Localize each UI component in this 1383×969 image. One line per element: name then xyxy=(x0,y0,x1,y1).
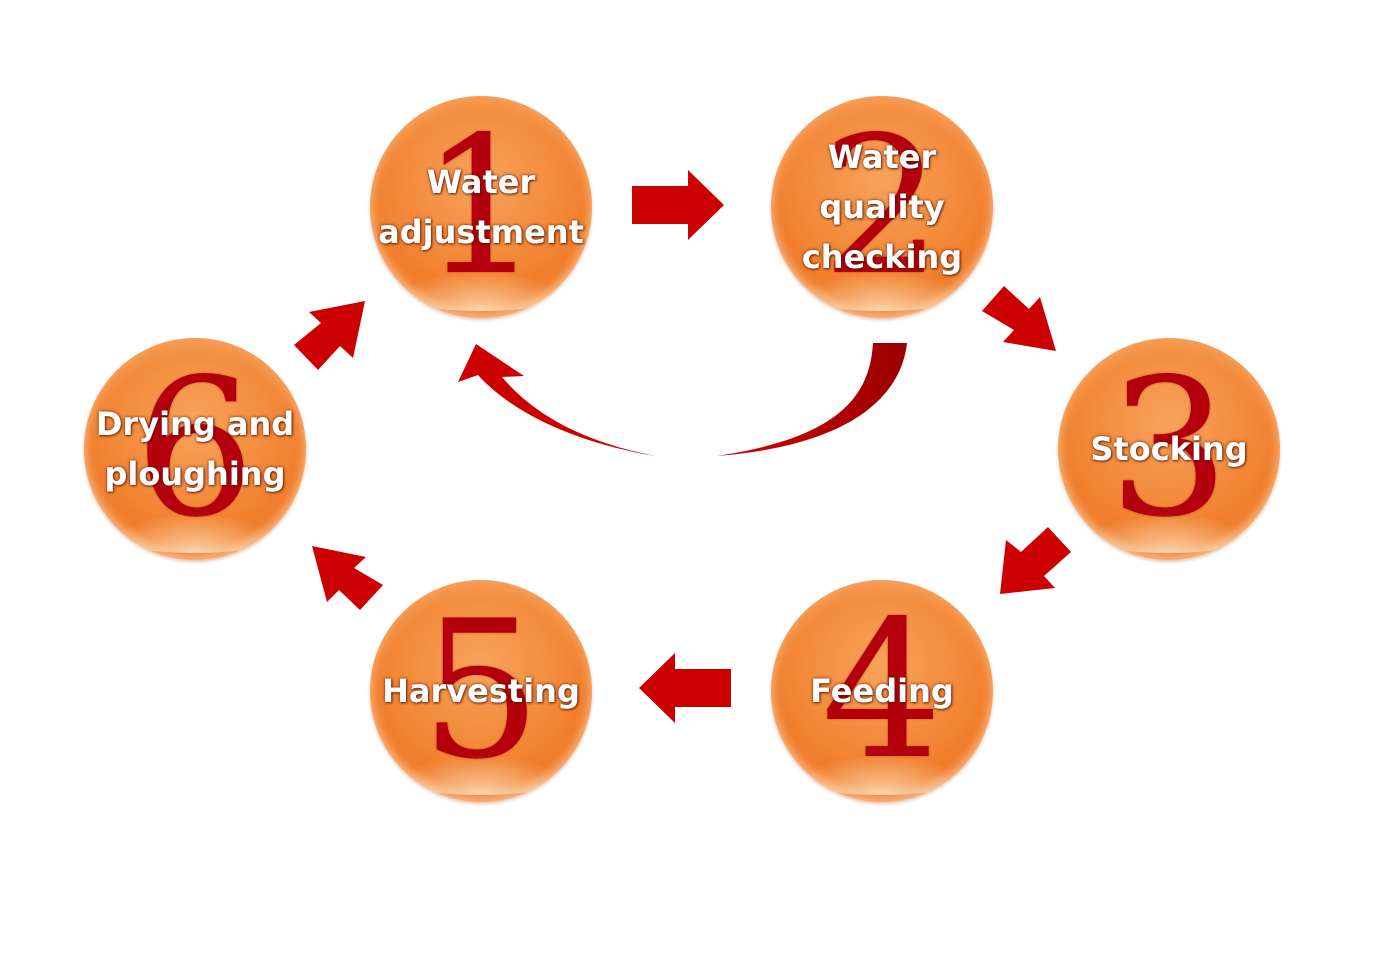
step-4-circle: 4 Feeding xyxy=(771,580,993,802)
step-1-numeral: 1 xyxy=(420,96,542,317)
arrow-2-to-1-curved xyxy=(716,343,907,456)
arrow-5-to-6 xyxy=(312,546,383,610)
step-3-numeral: 3 xyxy=(1108,338,1230,559)
step-2-circle: 2 Water quality checking xyxy=(771,96,993,318)
step-6-numeral: 6 xyxy=(134,338,256,559)
step-3-circle: 3 Stocking xyxy=(1058,338,1280,560)
step-1-label: Water adjustment xyxy=(378,163,584,251)
arrow-3-to-4 xyxy=(1000,527,1071,594)
step-1-circle: 1 Water adjustment xyxy=(370,96,592,318)
step-2-label: Water quality checking xyxy=(801,138,963,276)
arrow-2-to-3 xyxy=(982,286,1056,351)
arrow-4-to-5 xyxy=(639,653,731,723)
step-4-label: Feeding xyxy=(810,672,954,710)
step-5-circle: 5 Harvesting xyxy=(370,580,592,802)
step-2-numeral: 2 xyxy=(821,96,943,317)
step-5-numeral: 5 xyxy=(420,580,542,801)
step-4-numeral: 4 xyxy=(821,580,943,801)
step-3-label: Stocking xyxy=(1090,430,1248,468)
step-6-circle: 6 Drying and ploughing xyxy=(84,338,306,560)
arrow-1-to-2 xyxy=(632,170,724,240)
step-5-label: Harvesting xyxy=(382,672,580,710)
arrow-6-to-1 xyxy=(294,301,365,370)
arrow-2-to-1-curved-head xyxy=(458,344,655,456)
step-6-label: Drying and ploughing xyxy=(95,405,295,493)
